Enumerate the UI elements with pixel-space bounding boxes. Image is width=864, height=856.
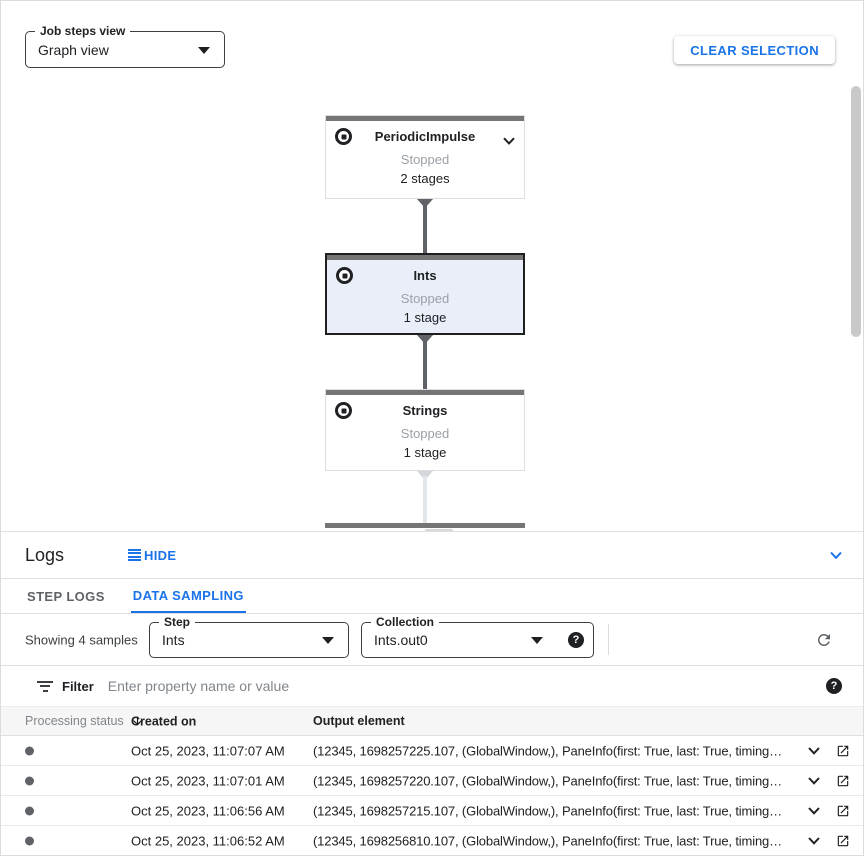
open-in-new-icon[interactable] xyxy=(836,804,850,818)
step-select-value: Ints xyxy=(162,632,185,648)
node-title: Ints xyxy=(413,268,437,283)
filter-input[interactable] xyxy=(107,678,826,694)
graph-edge xyxy=(325,335,525,389)
tab-step-logs[interactable]: STEP LOGS xyxy=(27,588,105,604)
node-status: Stopped xyxy=(400,291,450,306)
open-in-new-icon[interactable] xyxy=(836,834,850,848)
help-icon[interactable]: ? xyxy=(826,678,842,694)
column-created-on[interactable]: Created on xyxy=(131,714,197,728)
open-in-new-icon[interactable] xyxy=(836,774,850,788)
processing-status-dot xyxy=(25,776,34,785)
expand-row-icon[interactable] xyxy=(807,837,821,846)
node-stages: 2 stages xyxy=(400,171,450,186)
collection-select-label: Collection xyxy=(371,615,440,629)
created-on-cell: Oct 25, 2023, 11:06:52 AM xyxy=(131,833,285,849)
node-stages: 1 stage xyxy=(403,310,447,325)
node-title: PeriodicImpulse xyxy=(374,129,476,144)
caret-down-icon xyxy=(531,637,543,644)
job-steps-view-select[interactable]: Job steps view Graph view xyxy=(25,24,225,68)
caret-down-icon xyxy=(322,637,334,644)
job-steps-view-label: Job steps view xyxy=(35,24,131,38)
help-icon[interactable]: ? xyxy=(568,632,584,648)
edge-arrowhead-icon xyxy=(417,335,433,344)
hide-logs-button[interactable]: HIDE xyxy=(128,548,176,563)
lines-icon xyxy=(128,548,142,562)
edge-arrowhead-icon xyxy=(417,199,433,208)
collapse-panel-icon[interactable] xyxy=(827,546,845,565)
clear-selection-button[interactable]: CLEAR SELECTION xyxy=(674,36,835,64)
expand-row-icon[interactable] xyxy=(807,746,821,755)
created-on-cell: Oct 25, 2023, 11:07:07 AM xyxy=(131,743,285,758)
column-output-element: Output element xyxy=(313,714,405,728)
step-select[interactable]: Step Ints xyxy=(149,615,349,658)
stopped-status-icon xyxy=(336,267,353,284)
table-row[interactable]: Oct 25, 2023, 11:06:56 AM (12345, 169825… xyxy=(1,796,863,826)
hide-button-label: HIDE xyxy=(144,547,177,563)
graph-edge xyxy=(325,199,525,253)
expand-row-icon[interactable] xyxy=(807,776,821,785)
node-top-bar xyxy=(327,255,523,260)
output-element-cell: (12345, 1698257225.107, (GlobalWindow,),… xyxy=(313,743,782,758)
panel-resize-handle[interactable] xyxy=(425,529,453,532)
stopped-status-icon xyxy=(335,128,352,145)
filter-label: Filter xyxy=(62,678,94,694)
chevron-down-icon[interactable] xyxy=(503,132,515,150)
node-top-bar xyxy=(326,390,524,395)
edge-arrowhead-icon xyxy=(417,471,433,480)
graph-node-strings[interactable]: Strings Stopped 1 stage xyxy=(325,389,525,471)
graph-edge xyxy=(325,471,525,523)
filter-row: Filter ? xyxy=(1,666,863,707)
node-top-bar xyxy=(326,116,524,121)
created-on-cell: Oct 25, 2023, 11:06:56 AM xyxy=(131,803,285,818)
job-steps-view-value: Graph view xyxy=(38,41,109,58)
tab-data-sampling[interactable]: DATA SAMPLING xyxy=(130,579,246,613)
graph-node-partial-top-bar xyxy=(325,523,525,528)
table-row[interactable]: Oct 25, 2023, 11:07:01 AM (12345, 169825… xyxy=(1,766,863,796)
collection-select-value: Ints.out0 xyxy=(374,632,428,648)
processing-status-dot xyxy=(25,806,34,815)
node-stages: 1 stage xyxy=(403,445,447,460)
open-in-new-icon[interactable] xyxy=(836,744,850,758)
table-row[interactable]: Oct 25, 2023, 11:07:07 AM (12345, 169825… xyxy=(1,736,863,766)
logs-panel-title: Logs xyxy=(25,544,65,565)
output-element-cell: (12345, 1698257215.107, (GlobalWindow,),… xyxy=(313,803,782,818)
sort-descending-icon xyxy=(133,716,142,726)
filter-icon xyxy=(37,680,53,692)
logs-header: Logs HIDE xyxy=(1,532,863,579)
graph-vertical-scrollbar[interactable] xyxy=(851,86,861,337)
collection-select[interactable]: Collection Ints.out0 ? xyxy=(361,615,594,658)
vertical-divider xyxy=(608,624,609,655)
caret-down-icon xyxy=(198,46,210,54)
table-header: Processing status Created on Output elem… xyxy=(1,707,863,736)
graph-node-ints[interactable]: Ints Stopped 1 stage xyxy=(325,253,525,335)
logs-panel: Logs HIDE STEP LOGS DATA SAMPLING Showin… xyxy=(1,531,863,855)
processing-status-dot xyxy=(25,746,34,755)
output-element-cell: (12345, 1698256810.107, (GlobalWindow,),… xyxy=(313,833,782,849)
step-select-label: Step xyxy=(159,615,196,629)
refresh-button[interactable] xyxy=(815,631,833,649)
stopped-status-icon xyxy=(335,402,352,419)
graph-node-periodicimpulse[interactable]: PeriodicImpulse Stopped 2 stages xyxy=(325,115,525,199)
table-row[interactable]: Oct 25, 2023, 11:06:52 AM (12345, 169825… xyxy=(1,826,863,855)
logs-tabs: STEP LOGS DATA SAMPLING xyxy=(1,579,863,614)
output-element-cell: (12345, 1698257220.107, (GlobalWindow,),… xyxy=(313,773,782,788)
node-title: Strings xyxy=(402,403,448,418)
showing-samples-text: Showing 4 samples xyxy=(25,632,138,647)
column-processing-status: Processing status xyxy=(25,714,124,728)
expand-row-icon[interactable] xyxy=(807,806,821,815)
sampling-controls: Showing 4 samples Step Ints Collection I… xyxy=(1,614,863,666)
processing-status-dot xyxy=(25,836,34,846)
created-on-cell: Oct 25, 2023, 11:07:01 AM xyxy=(131,773,285,788)
node-status: Stopped xyxy=(400,152,450,167)
node-status: Stopped xyxy=(400,426,450,441)
